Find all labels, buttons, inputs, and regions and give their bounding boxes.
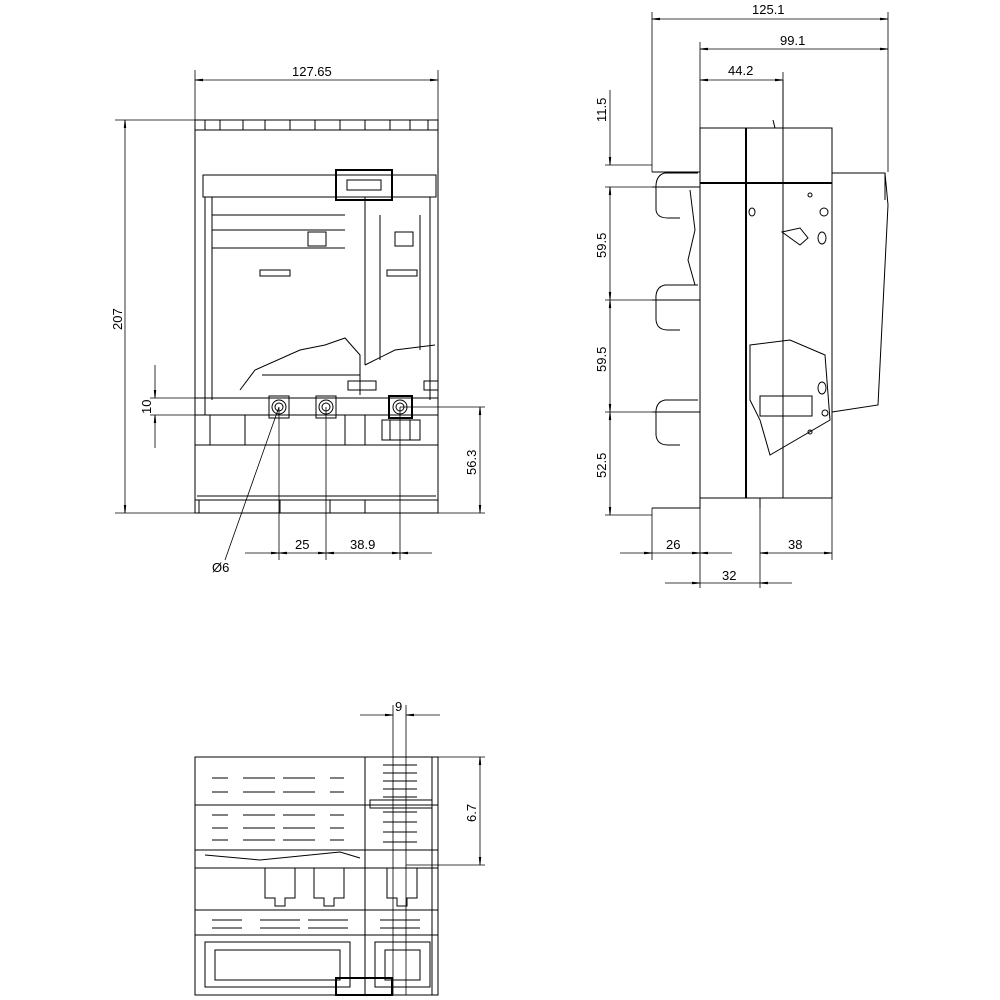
dim-height: 207 [110,308,125,330]
bottom-view: 9 6.7 [194,699,485,996]
dim-spacing-2: 59.5 [594,347,609,372]
dim-depth: 99.1 [780,33,805,48]
dim-pitch: 25 [295,537,309,552]
mounting-clips [655,172,698,446]
terminal-3 [381,395,421,441]
dim-hole: Ø6 [212,560,229,575]
dim-left: 26 [666,537,680,552]
dim-bottom-height: 6.7 [464,804,479,822]
dim-right: 38 [788,537,802,552]
dim-total-depth: 125.1 [752,2,785,17]
vent-slots [212,764,420,929]
front-view: 127.65 207 10 56.3 Ø6 25 38.9 [110,64,485,575]
dim-offset: 10 [139,400,154,414]
dim-top-offset: 11.5 [594,98,609,122]
terminal-clamps [264,867,418,907]
dim-bottom: 52.5 [594,453,609,478]
dim-terminal-height: 56.3 [464,450,479,475]
top-vents [204,120,429,130]
dim-spacing-1: 59.5 [594,233,609,258]
dim-width: 127.65 [292,64,332,79]
dim-pitch2: 38.9 [350,537,375,552]
dim-mid: 32 [722,568,736,583]
dim-bottom-width: 9 [395,699,402,714]
side-view: 125.1 99.1 44.2 11.5 59.5 59.5 52.5 26 3… [594,2,889,588]
dim-partial-depth: 44.2 [728,63,753,78]
